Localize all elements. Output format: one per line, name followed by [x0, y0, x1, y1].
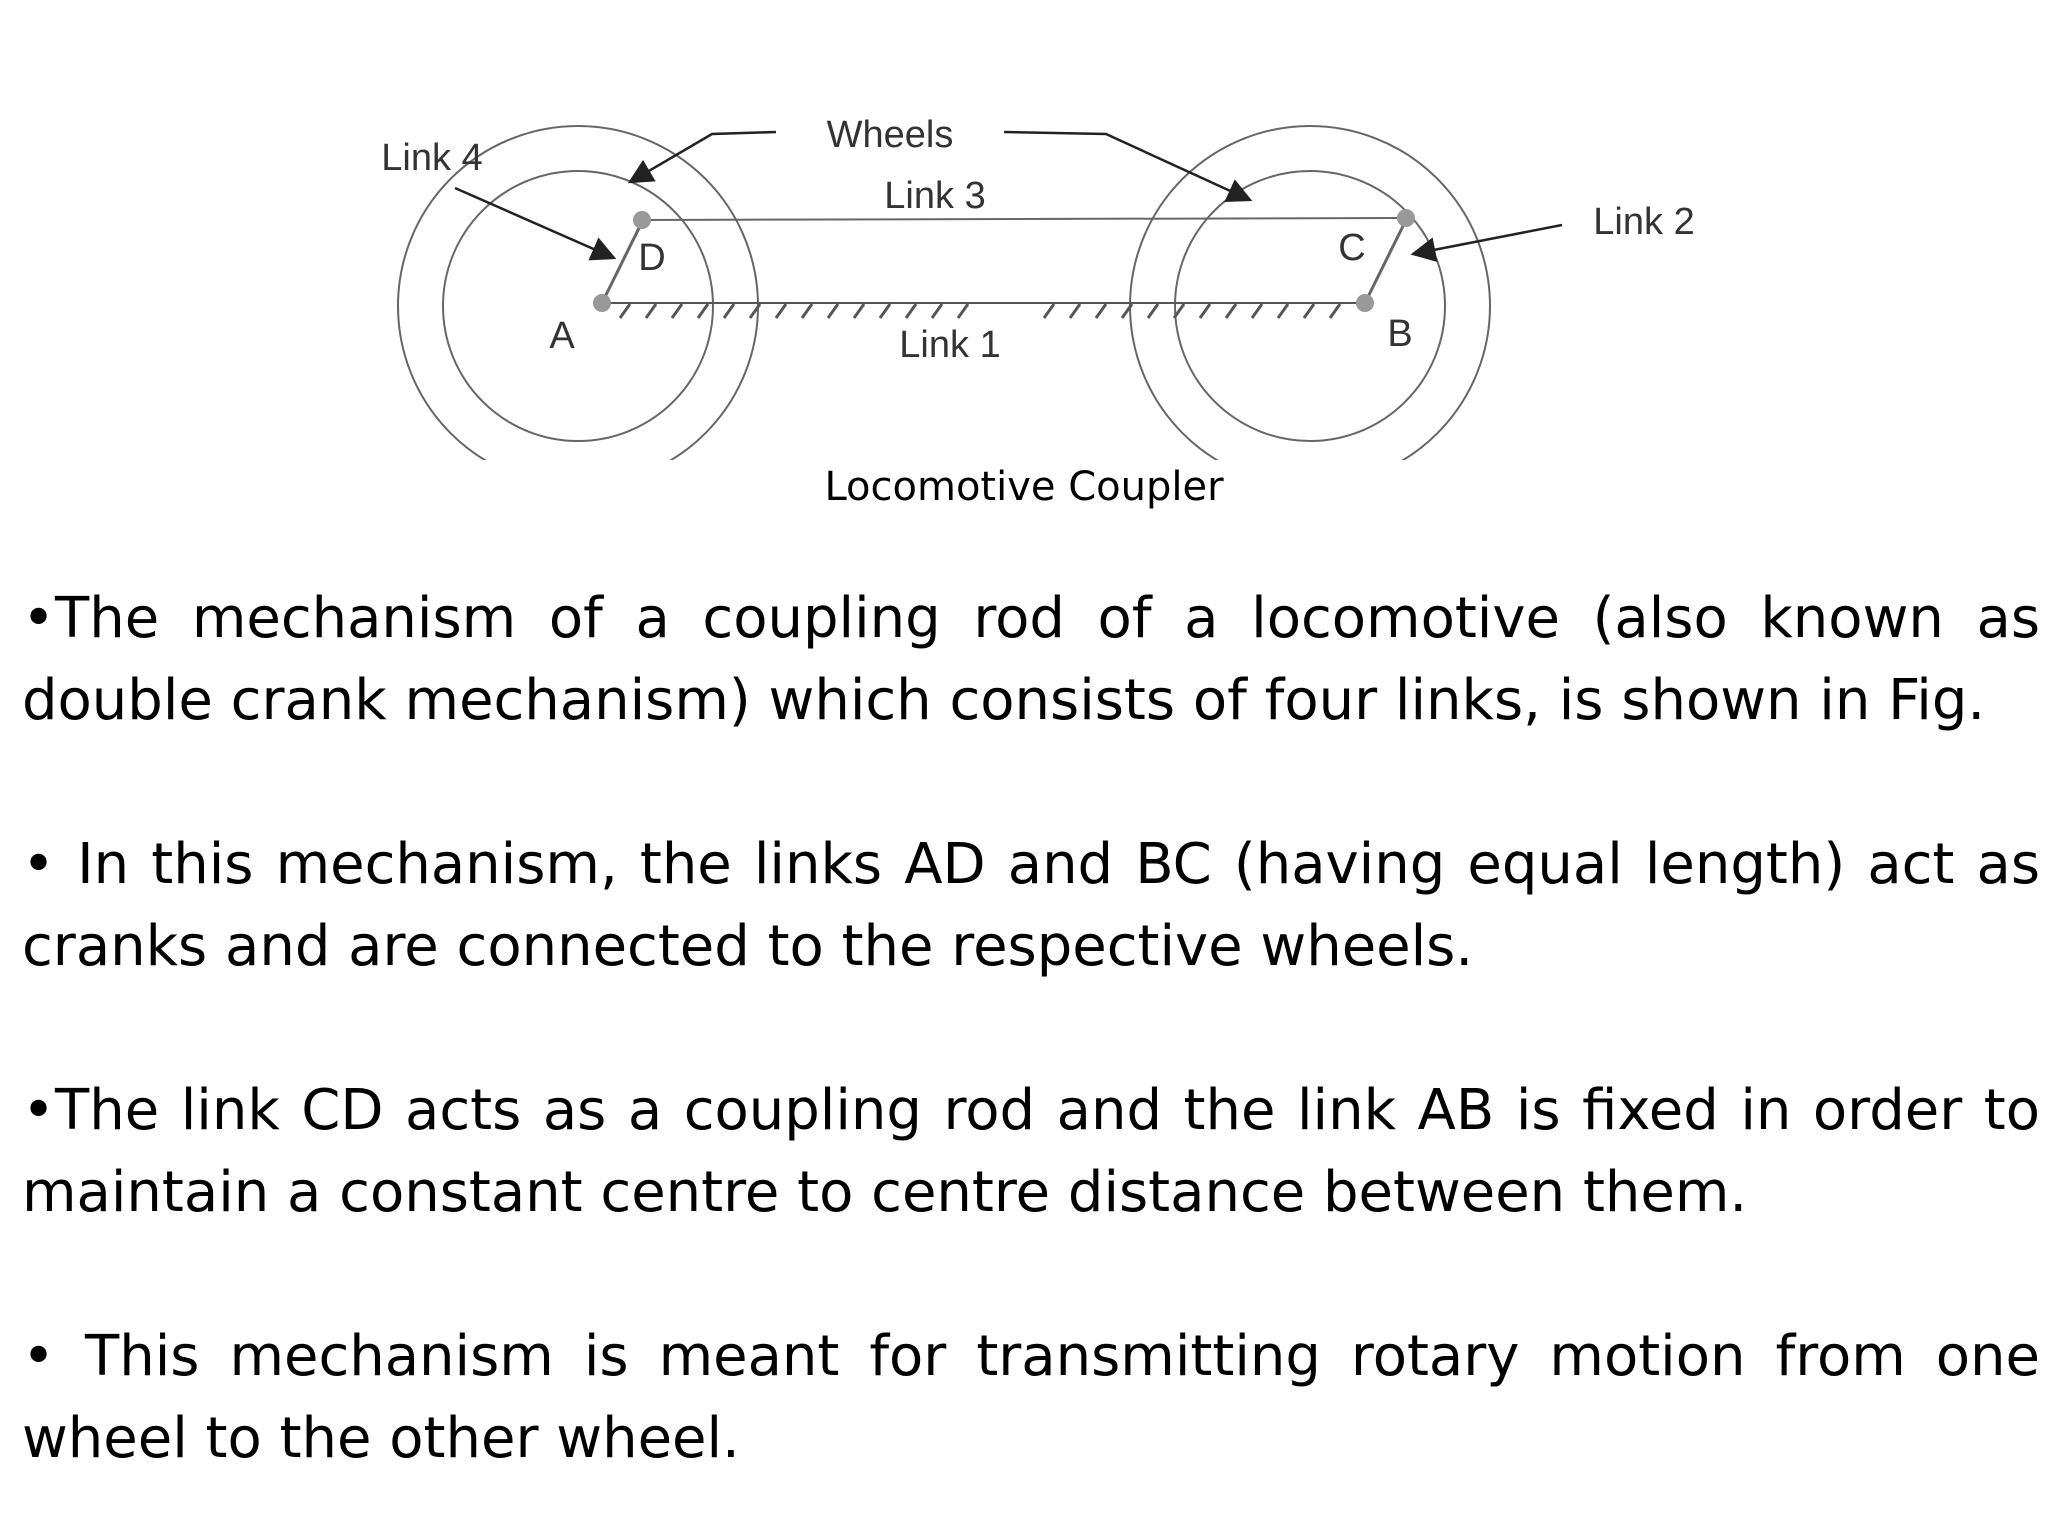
crank-ad	[600, 221, 644, 304]
label-link3: Link 3	[884, 175, 985, 217]
bullet-item-2: • In this mechanism, the links AD and BC…	[22, 832, 2040, 979]
label-link2: Link 2	[1593, 201, 1694, 243]
label-link4: Link 4	[381, 137, 482, 179]
bullet-item-1: •The mechanism of a coupling rod of a lo…	[22, 586, 2040, 733]
label-c: C	[1338, 227, 1365, 269]
figure-caption: Locomotive Coupler	[824, 464, 1224, 510]
joint-a	[593, 294, 611, 312]
label-d: D	[638, 237, 665, 279]
label-b: B	[1387, 313, 1412, 355]
joint-b	[1356, 294, 1374, 312]
label-link1: Link 1	[899, 324, 1000, 366]
bullet-item-3: •The link CD acts as a coupling rod and …	[22, 1078, 2040, 1225]
crank-bc	[1363, 219, 1408, 304]
joint-c	[1397, 209, 1415, 227]
right-wheel	[1129, 125, 1491, 460]
wheels-arrow-right	[1003, 130, 1253, 202]
ground-hatch	[618, 303, 1342, 319]
link4-arrow	[454, 186, 617, 261]
bullet-list: •The mechanism of a coupling rod of a lo…	[22, 578, 2040, 1480]
bullet-item-4: • This mechanism is meant for transmitti…	[22, 1324, 2040, 1471]
wheels-arrow-left	[627, 130, 777, 184]
label-wheels: Wheels	[827, 114, 954, 156]
link3-coupling-rod	[641, 217, 1407, 221]
joint-d	[633, 211, 651, 229]
link2-arrow	[1410, 223, 1563, 262]
label-a: A	[549, 315, 575, 357]
locomotive-coupler-diagram: Wheels Link 4 Link 3 Link 2 Link 1 A B C…	[381, 114, 1695, 460]
